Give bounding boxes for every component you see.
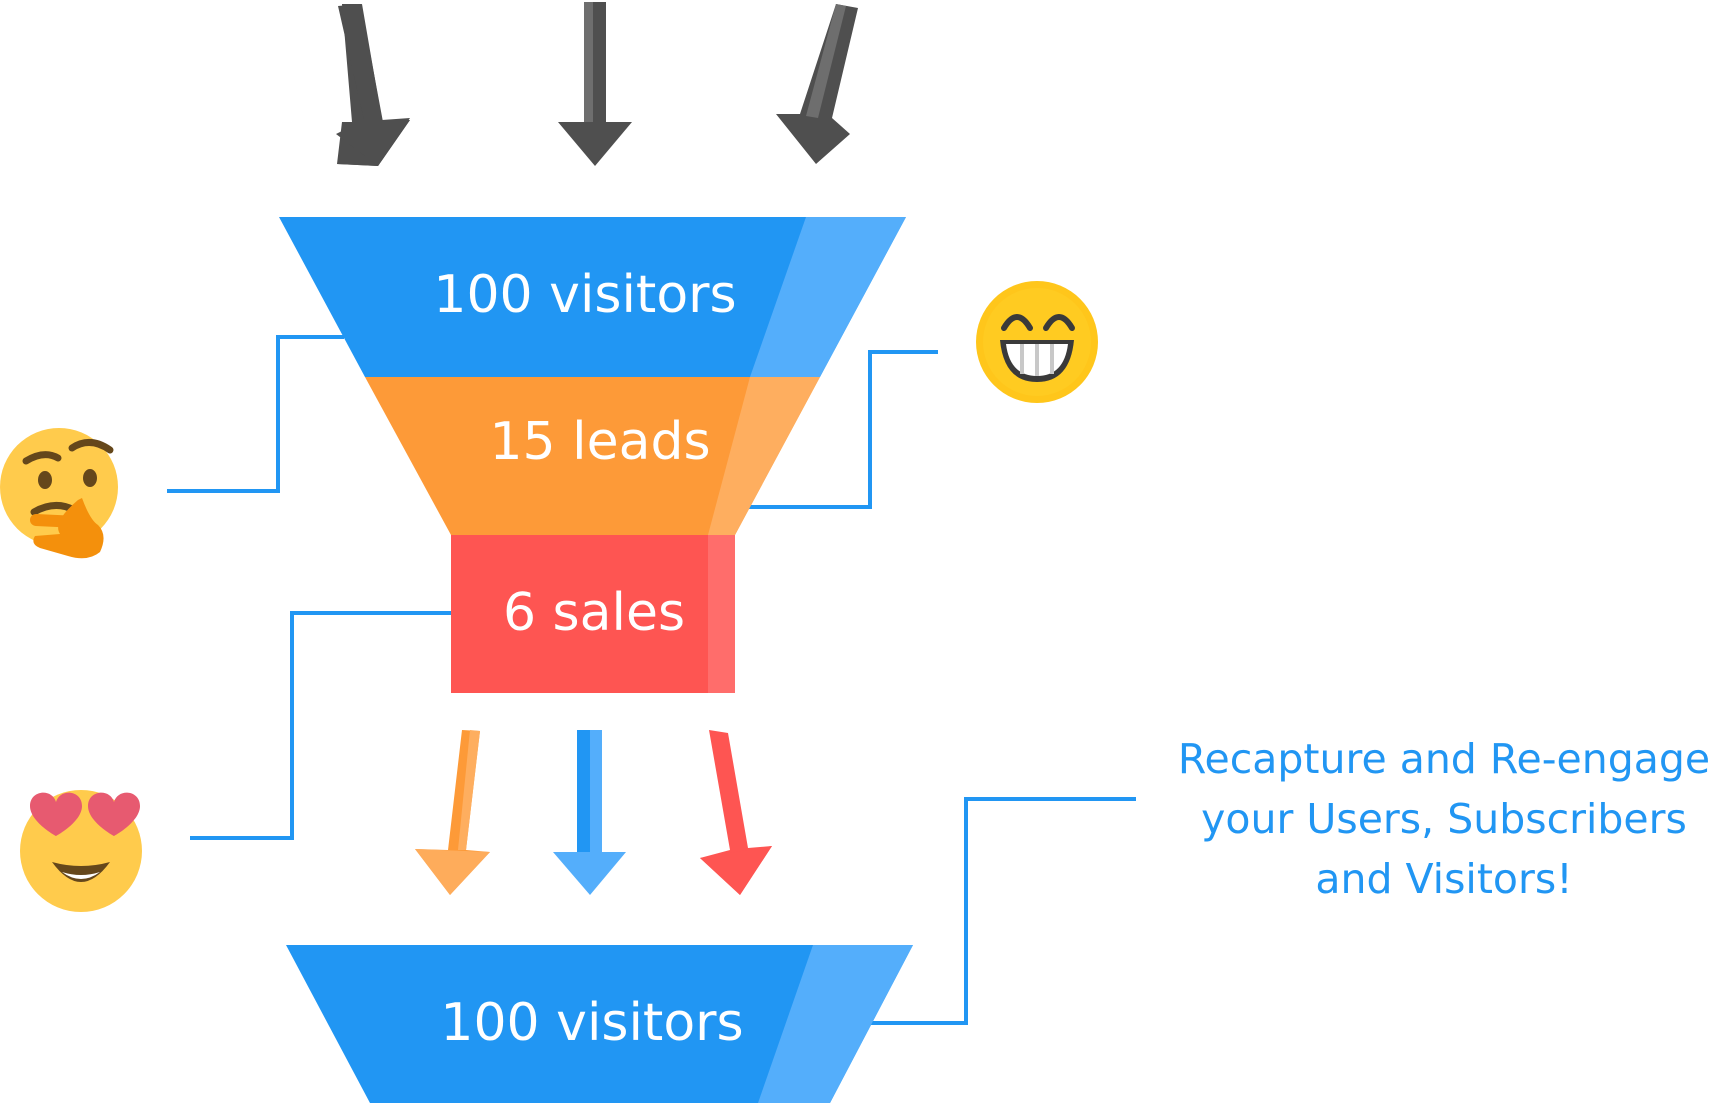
input-arrow-left-shape <box>336 4 410 166</box>
stage-label-visitors: 100 visitors <box>433 265 736 325</box>
output-arrow-red <box>700 730 772 895</box>
output-arrow-orange <box>415 730 490 895</box>
thinking-face-icon <box>0 428 118 559</box>
connectors <box>167 335 1136 1025</box>
funnel-stage-visitors: 100 visitors <box>279 217 906 377</box>
caption-line-1: Recapture and Re-engage <box>1178 735 1710 783</box>
connector-grinning <box>748 350 938 509</box>
output-arrow-blue <box>553 730 626 895</box>
input-arrow-right <box>776 4 858 164</box>
funnel-stage-sales: 6 sales <box>451 535 735 693</box>
funnel-stage-leads: 15 leads <box>365 377 820 535</box>
connector-thinking <box>167 335 344 493</box>
caption-line-2: your Users, Subscribers <box>1201 795 1687 843</box>
stage-label-retarget: 100 visitors <box>440 993 743 1053</box>
retarget-funnel: 100 visitors <box>286 945 913 1103</box>
stage-label-leads: 15 leads <box>489 412 710 472</box>
connector-caption <box>870 797 1136 1025</box>
caption-line-3: and Visitors! <box>1315 855 1572 903</box>
funnel: 100 visitors 15 leads 6 sales <box>279 217 906 693</box>
heart-eyes-face-icon <box>20 790 142 912</box>
input-arrow-center <box>558 2 632 166</box>
grinning-face-icon <box>976 281 1098 403</box>
connector-heart-eyes <box>190 611 452 840</box>
stage-label-sales: 6 sales <box>503 583 685 643</box>
retarget-caption: Recapture and Re-engage your Users, Subs… <box>1178 735 1710 903</box>
